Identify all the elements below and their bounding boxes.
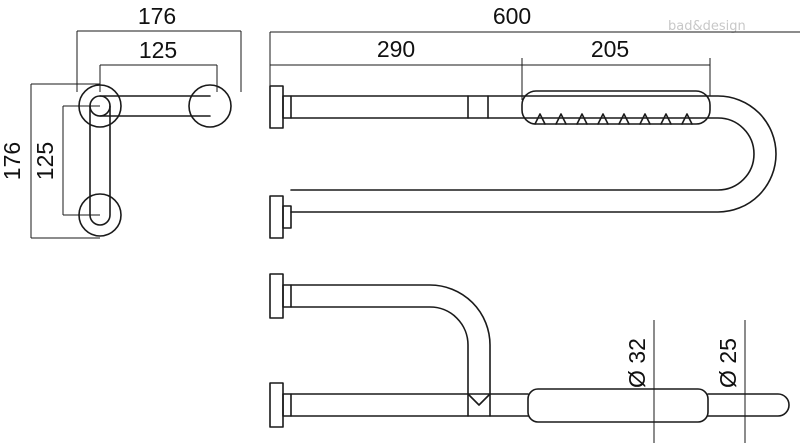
dim-overall-length: 600 xyxy=(493,3,531,29)
watermark: bad&design xyxy=(668,19,746,34)
dim-straight-section: 290 xyxy=(377,36,415,62)
dim-top-view-inner: 125 xyxy=(139,37,177,63)
dim-tube-diameter-grip: Ø 32 xyxy=(624,338,650,388)
top-view-drawing xyxy=(30,30,242,239)
dim-tube-diameter-end: Ø 25 xyxy=(715,338,741,388)
dim-top-view-width: 176 xyxy=(138,3,176,29)
side-view-drawing xyxy=(269,31,800,239)
dim-top-view-height: 176 xyxy=(0,142,25,180)
bottom-view-drawing xyxy=(269,273,790,443)
grip-texture xyxy=(534,113,693,125)
dim-grip-section: 205 xyxy=(591,36,629,62)
dim-top-view-inner-height: 125 xyxy=(32,142,58,180)
